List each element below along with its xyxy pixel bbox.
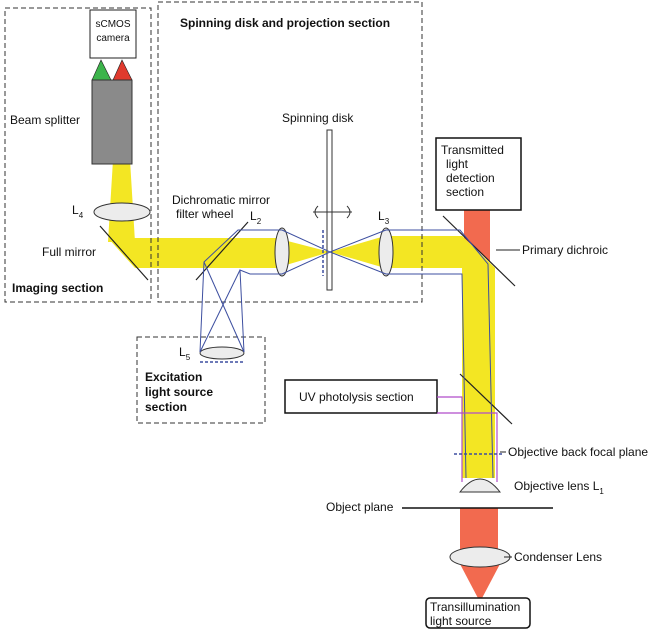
lens-l4: [93, 202, 151, 222]
objective-lens-label: Objective lens L1: [514, 479, 604, 496]
condenser-lens-label: Condenser Lens: [514, 550, 602, 564]
camera-label-line2: camera: [96, 33, 130, 44]
objective-beam: [462, 236, 495, 478]
lens-l5: [199, 346, 245, 360]
camera-box: [89, 9, 137, 59]
imaging-beam-vertical: [108, 160, 135, 242]
beam-splitter-label: Beam splitter: [10, 113, 80, 127]
transmitted-label-line1: Transmitted: [441, 143, 504, 157]
excitation-label-line2: light source: [145, 385, 213, 399]
excitation-rays: [199, 229, 494, 479]
transmitted-beam-top: [464, 210, 490, 262]
dichromatic-label-line1: Dichromatic mirror: [172, 193, 270, 207]
main-beam-left: [108, 238, 276, 268]
transmitted-label-line2: light: [446, 157, 469, 171]
spinning-disk: [326, 129, 333, 291]
spinning-section-title: Spinning disk and projection section: [180, 16, 390, 30]
lens-l5-label: L5: [179, 345, 191, 362]
green-channel-icon: [91, 59, 112, 81]
uv-section-label: UV photolysis section: [299, 390, 414, 404]
transillumination-label-line2: light source: [430, 614, 492, 628]
converging-beam: [276, 238, 330, 268]
transmitted-label-line4: section: [446, 185, 484, 199]
lens-l3-label: L3: [378, 209, 390, 226]
transmitted-light-section-box: [435, 137, 522, 211]
primary-dichroic-mirror: [442, 215, 516, 287]
transillumination-source-box: [425, 597, 531, 629]
dichromatic-label-line2: filter wheel: [176, 207, 233, 221]
rotation-axis-icon: [313, 205, 352, 219]
spinning-disk-label: Spinning disk: [282, 111, 354, 125]
lens-l2: [274, 227, 290, 277]
uv-mirror: [459, 373, 513, 425]
imaging-section-box: [4, 7, 152, 303]
transillumination-label-line1: Transillumination: [430, 600, 520, 614]
uv-photolysis-path: [437, 396, 504, 482]
diverging-beam: [330, 236, 385, 268]
full-mirror: [99, 225, 149, 281]
objective-lens: [458, 478, 502, 493]
red-channel-icon: [112, 59, 133, 81]
transillumination-cone: [460, 564, 500, 602]
dichromatic-mirror: [195, 221, 249, 281]
full-mirror-label: Full mirror: [42, 245, 96, 259]
primary-dichroic-label: Primary dichroic: [522, 243, 608, 257]
condenser-lens: [449, 546, 511, 568]
uv-photolysis-section-box: [284, 379, 438, 414]
lens-l3: [378, 227, 394, 277]
object-plane-label: Object plane: [326, 500, 394, 514]
spinning-disk-section-box: [157, 1, 423, 303]
lens-l2-label: L2: [250, 209, 262, 226]
excitation-label-line1: Excitation: [145, 370, 202, 384]
lens-l4-label: L4: [72, 203, 84, 220]
transmitted-beam-lower: [460, 508, 498, 552]
excitation-label-line3: section: [145, 400, 187, 414]
transmitted-label-line3: detection: [446, 171, 495, 185]
back-focal-plane-label: Objective back focal plane: [508, 445, 648, 459]
camera-label-line1: sCMOS: [96, 19, 131, 30]
imaging-section-title: Imaging section: [12, 281, 103, 295]
beam-splitter-body: [91, 79, 133, 165]
light-beams: [108, 160, 500, 602]
